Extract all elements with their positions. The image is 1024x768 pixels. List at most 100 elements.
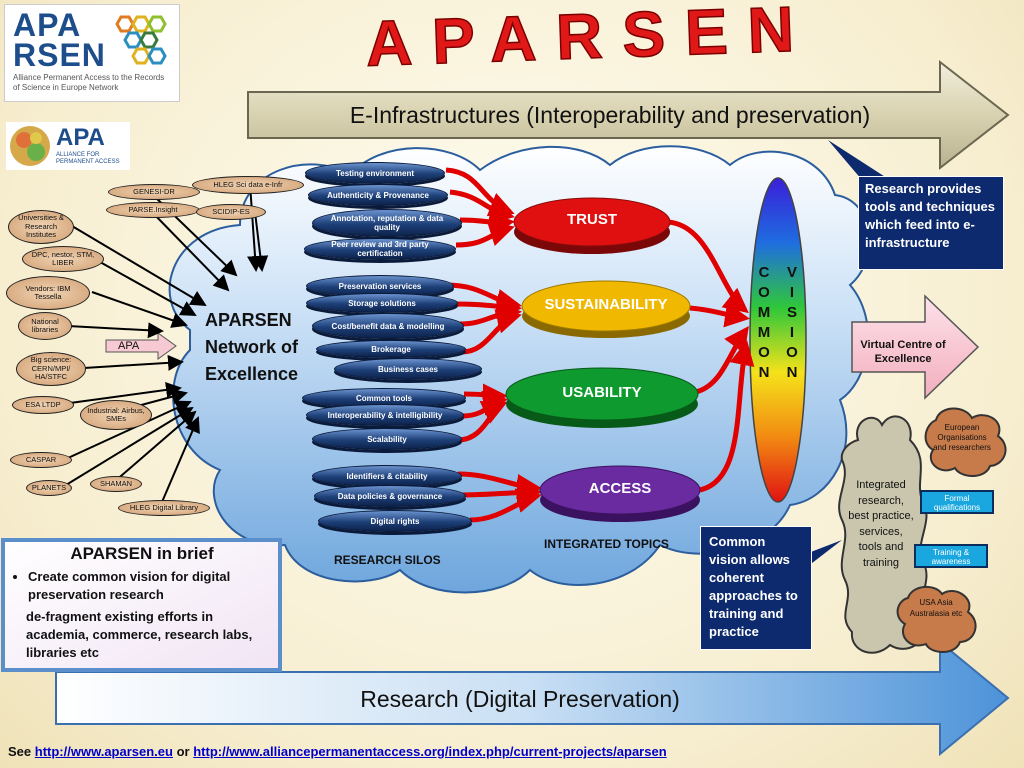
partner-label: ESA LTDP — [25, 399, 61, 409]
partner-oval: Big science: CERN/MPI/ HA/STFC — [16, 352, 86, 386]
common-letter: M — [757, 324, 771, 341]
virtual-centre-label: Virtual Centre of Excellence — [860, 339, 946, 365]
partner-oval: SCIDIP-ES — [196, 204, 266, 220]
partner-label: GENESI-DR — [133, 186, 175, 196]
silo-label: Brokerage — [371, 344, 411, 354]
e-infrastructure-arrow — [247, 59, 1010, 171]
brief-title: APARSEN in brief — [70, 544, 214, 563]
common-letter: O — [758, 344, 770, 361]
european-cloud — [924, 407, 1007, 477]
vision-letter: I — [789, 324, 795, 341]
silo-label: Data policies & governance — [337, 491, 443, 501]
vision-letter: O — [786, 344, 798, 361]
common-letters: C O M M O N — [756, 263, 772, 383]
footer: See http://www.aparsen.eu or http://www.… — [8, 744, 667, 759]
partner-label: PLANETS — [31, 482, 67, 492]
silo-label: Preservation services — [338, 281, 422, 291]
vision-letter: I — [789, 284, 795, 301]
partner-label: Big science: CERN/MPI/ HA/STFC — [30, 355, 72, 382]
title: APARSEN — [365, 0, 815, 80]
apa-arrow — [105, 332, 177, 360]
common-letter: M — [757, 304, 771, 321]
apa-logo: APA ALLIANCE FOR PERMANENT ACCESS — [6, 122, 130, 170]
silo-label: Identifiers & citability — [346, 471, 428, 481]
alliance-link[interactable]: http://www.alliancepermanentaccess.org/i… — [193, 744, 667, 759]
topic-trust-label: TRUST — [567, 211, 617, 228]
research-provides-callout: Research provides tools and techniques w… — [858, 176, 1004, 270]
logo-apa-text: APA — [13, 7, 82, 43]
brief-list: Create common vision for digital preserv… — [8, 568, 276, 662]
topic-access-label: ACCESS — [588, 480, 652, 497]
partner-oval: PARSE.Insight — [106, 202, 200, 218]
common-letter: C — [758, 264, 770, 281]
apa-logo-text: APA — [56, 124, 105, 151]
brief-content: APARSEN in brief Create common vision fo… — [8, 544, 276, 666]
e-infrastructures-label: E-Infrastructures (Interoperability and … — [349, 102, 871, 128]
partner-oval: Industrial: Airbus, SMEs — [80, 400, 152, 430]
research-arrow — [55, 639, 1010, 757]
silo-pill: Storage solutions — [306, 293, 458, 313]
partner-oval: HLEG Sci data e-Infr — [192, 176, 304, 194]
vision-letter: N — [786, 364, 798, 381]
logo-subtitle: Alliance Permanent Access to the Records… — [13, 73, 165, 92]
silo-label: Annotation, reputation & data quality — [330, 214, 444, 232]
silo-label: Interoperability & intelligibility — [327, 410, 443, 420]
topic-usability — [505, 367, 699, 428]
brief-item: de-fragment existing efforts in academia… — [26, 609, 253, 660]
partner-oval: Vendors: IBM Tessella — [6, 276, 90, 310]
silo-to-topic-arrows — [445, 167, 542, 523]
topic-sustainability — [521, 280, 691, 338]
integrated-research-text: Integrated research, best practice, serv… — [848, 479, 914, 569]
european-cloud-text: European Organisations and researchers — [933, 423, 991, 452]
silo-pill: Brokerage — [316, 340, 466, 358]
topic-trust — [513, 197, 671, 254]
brief-item: Create common vision for digital preserv… — [28, 568, 276, 604]
partner-oval: Universities & Research Institutes — [8, 210, 74, 244]
partner-label: HLEG Sci data e-Infr — [213, 179, 283, 189]
partner-oval: GENESI-DR — [108, 184, 200, 200]
vision-letters: V I S I O N — [784, 263, 800, 383]
research-provides-text: Research provides tools and techniques w… — [865, 181, 996, 250]
usa-cloud-text: USA Asia Australasia etc — [909, 598, 963, 618]
partner-label: DPC, nestor, STM, LIBER — [31, 249, 95, 267]
training-awareness-text: Training & awareness — [931, 548, 971, 566]
silo-pill: Authenticity & Provenance — [308, 184, 448, 206]
virtual-centre-arrow — [851, 294, 980, 400]
partner-oval: PLANETS — [26, 480, 72, 496]
silo-pill: Data policies & governance — [314, 485, 466, 507]
partner-label: Vendors: IBM Tessella — [25, 283, 71, 301]
silo-label: Cost/benefit data & modelling — [331, 321, 445, 331]
partner-oval: DPC, nestor, STM, LIBER — [22, 246, 104, 272]
aparsen-logo: APA RSEN Alliance Permanent Access to th… — [4, 4, 180, 102]
silo-pill: Identifiers & citability — [312, 465, 462, 487]
aparsen-link[interactable]: http://www.aparsen.eu — [34, 744, 173, 759]
silo-pill: Annotation, reputation & data quality — [312, 209, 462, 237]
partner-label: SHAMAN — [99, 478, 133, 488]
training-awareness-box: Training & awareness — [914, 544, 988, 568]
apa-logo-subtitle: ALLIANCE FOR PERMANENT ACCESS — [56, 152, 120, 165]
research-provides-pointer — [828, 140, 890, 180]
topic-sustainability-label: SUSTAINABILITY — [544, 296, 668, 313]
footer-or: or — [176, 744, 190, 759]
partner-label: Industrial: Airbus, SMEs — [87, 405, 145, 423]
partner-oval: HLEG Digital Library — [118, 500, 210, 516]
apa-arrow-label: APA — [118, 340, 140, 352]
research-label: Research (Digital Preservation) — [360, 686, 680, 712]
partner-oval: CASPAR — [10, 452, 72, 468]
footer-see: See — [8, 744, 32, 759]
vision-letter: S — [786, 304, 797, 321]
network-label: APARSEN Network of Excellence — [205, 310, 299, 384]
partner-label: HLEG Digital Library — [129, 502, 199, 512]
vision-letter: V — [786, 264, 797, 281]
logo-rsen-text: RSEN — [13, 37, 106, 73]
silo-pill: Digital rights — [318, 510, 472, 532]
common-letter: O — [758, 284, 770, 301]
usa-cloud — [896, 586, 977, 653]
topic-usability-label: USABILITY — [562, 384, 642, 401]
silo-label: Testing environment — [335, 168, 415, 178]
silo-pill: Business cases — [334, 358, 482, 380]
silo-pill: Peer review and 3rd party certification — [304, 238, 456, 260]
silo-label: Common tools — [356, 393, 412, 403]
silo-pill: Interoperability & intelligibility — [306, 404, 464, 426]
